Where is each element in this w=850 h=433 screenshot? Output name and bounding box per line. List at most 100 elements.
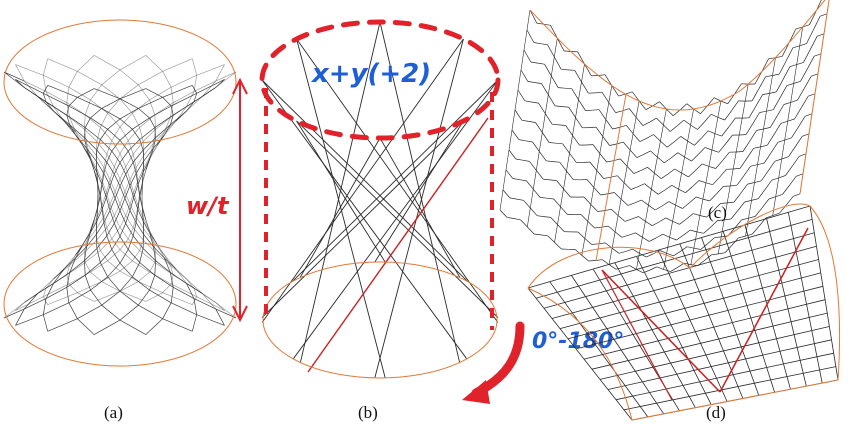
panel-c-lattice-segment [523, 49, 532, 63]
panel-a-lattice-segment [103, 204, 111, 217]
panel-a-lattice-segment [77, 70, 102, 86]
panel-a-lattice-segment [145, 157, 151, 171]
panel-c-lattice-segment [564, 50, 571, 52]
panel-c-lattice-segment [625, 91, 633, 95]
panel-a-lattice-segment [93, 206, 98, 220]
panel-c-lattice-segment [817, 33, 825, 37]
panel-a-lattice-segment [86, 143, 91, 158]
panel-a-lattice-segment [90, 84, 102, 101]
panel-c-lattice-segment [704, 113, 712, 123]
panel-a-lattice-segment [43, 283, 69, 298]
panel-a-lattice-segment [149, 230, 154, 242]
panel-c-lattice-segment [721, 127, 729, 137]
panel-a-lattice-segment [149, 289, 172, 304]
panel-a-lattice-segment [142, 206, 144, 219]
panel-c-lattice-segment [757, 146, 761, 165]
panel-a-lattice-segment [139, 196, 143, 209]
panel-c-lattice-segment [816, 0, 822, 11]
panel-c-lattice-segment [667, 168, 676, 175]
panel-a-lattice-segment [142, 221, 145, 235]
panel-a-lattice-segment [69, 254, 76, 266]
panel-c-lattice-segment [564, 87, 572, 90]
panel-a-lattice-segment [162, 84, 193, 98]
panel-a-lattice-segment [169, 114, 174, 125]
panel-c-lattice-segment [553, 198, 561, 208]
panel-a-lattice-segment [113, 153, 121, 167]
panel-c-lattice-segment [752, 225, 760, 235]
panel-a-lattice-segment [84, 114, 101, 128]
panel-c-lattice-segment [754, 164, 758, 183]
panel-c-lattice-segment [775, 79, 784, 93]
panel-a-lattice-segment [111, 238, 121, 251]
panel-a-lattice-segment [119, 150, 129, 163]
panel-c-lattice-segment [505, 169, 514, 179]
panel-c-lattice-segment [674, 168, 682, 174]
panel-a-lattice-segment [105, 197, 111, 211]
panel-a-lattice-segment [103, 154, 108, 168]
panel-a-lattice-segment [164, 254, 177, 270]
panel-c-lattice-segment [772, 212, 780, 216]
panel-c-lattice-segment [678, 188, 686, 194]
panel-a-lattice-lines [3, 55, 237, 335]
panel-c-lattice-segment [733, 168, 741, 170]
panel-a-lattice-segment [68, 302, 78, 319]
panel-c-lattice-segment [657, 156, 665, 164]
panel-c-lattice-segment [748, 216, 756, 219]
panel-a-lattice-segment [107, 112, 121, 128]
panel-a-lattice-segment [105, 179, 111, 193]
panel-c-lattice-segment [530, 189, 534, 209]
panel-c-lattice-segment [694, 138, 702, 146]
panel-c-lattice-segment [771, 177, 779, 181]
panel-c-lattice-segment [623, 166, 628, 183]
panel-c-lattice-segment [654, 172, 662, 179]
panel-a-lattice-segment [155, 124, 171, 138]
panel-a-lattice-segment [15, 64, 25, 82]
panel-c-lattice-segment [647, 167, 655, 174]
panel-c-lattice-segment [534, 82, 542, 84]
panel-a-lattice-segment [106, 150, 113, 163]
panel-c-lattice-segment [528, 121, 536, 123]
panel-a-lattice-segment [99, 262, 108, 277]
panel-c-lattice-segment [798, 116, 806, 128]
panel-c-lattice-segment [793, 80, 801, 84]
panel-c-lattice-segment [568, 106, 576, 118]
panel-a-lattice-segment [45, 91, 54, 107]
panel-c-lattice-segment [611, 209, 619, 216]
panel-c-lattice-segment [693, 213, 700, 216]
panel-c-lattice-segment [587, 204, 592, 222]
panel-a-lattice-segment [15, 79, 44, 94]
panel-d-highlight-line [601, 269, 673, 401]
panel-c-lattice-segment [604, 74, 613, 86]
panel-c-lattice-segment [632, 117, 637, 134]
panel-a-lattice-segment [63, 120, 76, 136]
panel-c-lattice-segment [799, 43, 807, 47]
panel-a-lattice-segment [119, 118, 133, 130]
panel-c-lattice-segment [805, 113, 813, 117]
panel-a-lattice-segment [142, 156, 151, 169]
panel-c-lattice-segment [707, 130, 716, 135]
panel-c-lattice-segment [623, 141, 631, 151]
panel-a-lattice-segment [99, 113, 108, 128]
panel-a-lattice-segment [142, 141, 145, 156]
panel-c-lattice-segment [760, 144, 768, 148]
panel-c-lattice-segment [625, 248, 633, 252]
panel-a-lattice-segment [42, 288, 47, 297]
panel-b-strut [296, 38, 386, 379]
panel-c-lattice-segment [660, 124, 664, 142]
panel-c-lattice-segment [649, 237, 657, 242]
panel-c-lattice-segment [650, 150, 658, 158]
panel-a-lattice-segment [193, 288, 198, 297]
panel-a-lattice-segment [96, 205, 103, 219]
panel-c-lattice-segment [796, 173, 804, 177]
panel-c-lattice-segment [587, 221, 595, 229]
panel-c-lattice-segment [728, 117, 736, 128]
panel-c-lattice-segment [678, 173, 682, 190]
panel-a-lattice-segment [89, 158, 95, 171]
panel-c-lattice-segment [642, 221, 646, 238]
panel-a-lattice-segment [45, 286, 67, 299]
panel-c-lattice-segment [781, 140, 785, 160]
panel-a-lattice-segment [111, 236, 121, 250]
panel-a-lattice-segment [186, 96, 203, 112]
panel-a-lattice-segment [138, 304, 163, 320]
panel-a-lattice-segment [89, 156, 98, 169]
